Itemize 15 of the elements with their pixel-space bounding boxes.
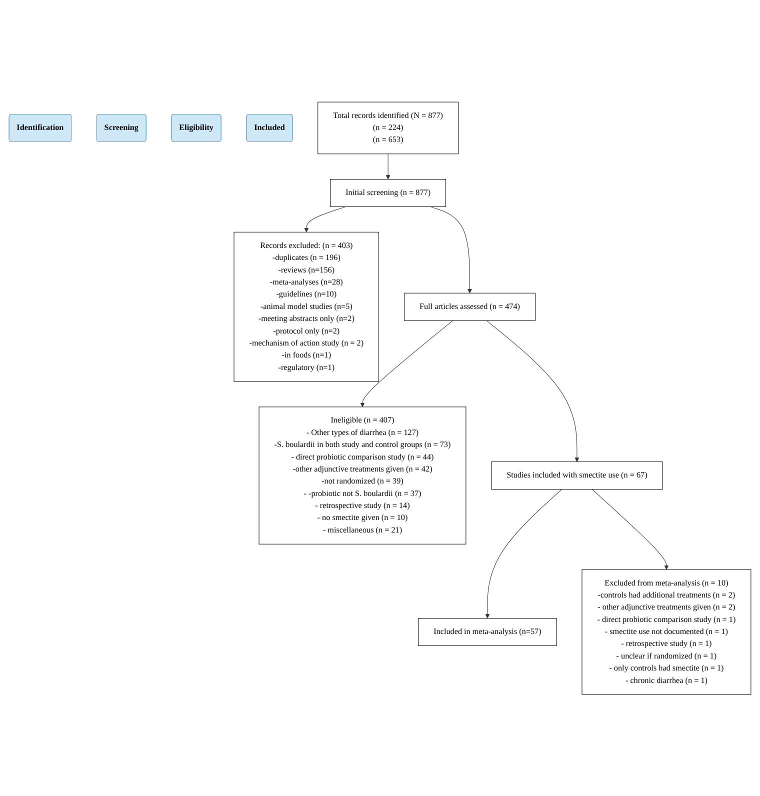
arrow	[592, 488, 669, 570]
arrow	[304, 206, 346, 232]
node-box: Studies included with smectite use (n = 67)	[491, 461, 663, 490]
arrow	[486, 320, 580, 462]
arrow	[485, 488, 562, 618]
node-box: Excluded from meta-analysis (n = 10) -controls had additional treatments (n = 2) - other adjunctive treatments given (n = 2) - direct probiotic comparison study (n = 1) - smectite use not documented (n = 1) - retrospective study (n = 1) - unclear if randomized (n = 1) - only controls had smectite (n = 1) - chronic diarrhea (n = 1)	[582, 568, 752, 694]
arrow	[360, 320, 454, 407]
node-box: Initial screening (n = 877)	[330, 178, 446, 207]
node-box: Total records identified (N = 877) (n = 224) (n = 653)	[318, 102, 458, 154]
node-box: Full articles assessed (n = 474)	[404, 292, 536, 320]
node-box: Records excluded: (n = 403) -duplicates (n = 196) -reviews (n=156) -meta-analyses (n=28) -guidelines (n=10) -animal model studies (n=5) -meeting abstracts only (n=2) -protocol only (n=2) -mechanism of action study (n = 2) -in foods (n=1) -regulatory (n=1)	[234, 232, 380, 382]
node-box: Ineligible (n = 407) - Other types of diarrhea (n = 127) -S. boulardii in both study and control groups (n = 73) - direct probiotic comparison study (n = 44) -other adjunctive treatments given (n = 42) -not randomized (n = 39) - -probiotic not S. boulardii (n = 37) - retrospective study (n = 14) - no smectite given (n = 10) - miscellaneous (n = 21)	[258, 406, 466, 544]
arrow	[430, 206, 472, 294]
node-box: Included in meta-analysis (n=57)	[418, 618, 557, 646]
arrow	[386, 153, 390, 180]
